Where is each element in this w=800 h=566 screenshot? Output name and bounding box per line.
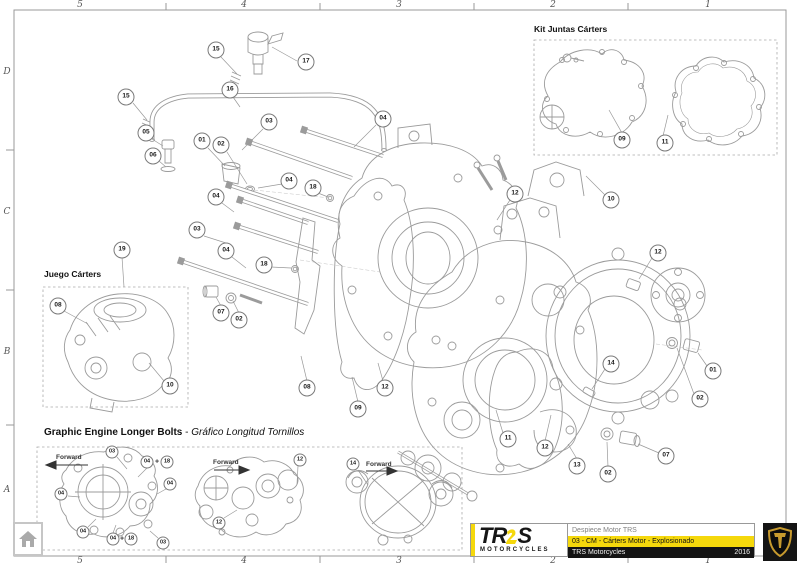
home-icon [19, 531, 37, 547]
callout-01: 01 [193, 132, 211, 150]
grid-label-top-4: 4 [241, 0, 247, 10]
title-block-rows: Despiece Motor TRS 03 - CM - Cárters Mot… [568, 523, 755, 558]
plus-sign: + [154, 458, 160, 466]
callout-12: 12 [536, 439, 554, 457]
callout-08: 08 [298, 379, 316, 397]
callout-08: 08 [49, 297, 67, 315]
callout-04: 04 [280, 172, 298, 190]
title-block-row-drawing: 03 - CM - Cárters Motor - Explosionado [568, 536, 754, 547]
callout-06: 06 [144, 147, 162, 165]
trs-logo: TR S MOTORCYCLES [470, 523, 568, 557]
callout-14: 14 [346, 457, 360, 471]
callout-02: 02 [230, 311, 248, 329]
callout-18: 18 [255, 256, 273, 274]
callout-09: 09 [613, 131, 631, 149]
callout-03: 03 [105, 445, 119, 459]
callout-03: 03 [260, 113, 278, 131]
callout-04: 04 [54, 487, 68, 501]
callout-04: 04 [217, 242, 235, 260]
forward-label-3: Forward [366, 461, 392, 468]
logo-yellow-strip [471, 524, 475, 556]
callout-04: 04 [76, 525, 90, 539]
callout-18: 18 [160, 455, 174, 469]
forward-label-1: Forward [56, 454, 82, 461]
callout-12: 12 [506, 185, 524, 203]
callout-19: 19 [113, 241, 131, 259]
bolts-title-separator: - [185, 427, 189, 438]
callout-16: 16 [221, 81, 239, 99]
callout-12: 12 [376, 379, 394, 397]
callout-15: 15 [207, 41, 225, 59]
callout-04: 04 [106, 532, 120, 546]
forward-label-2: Forward [213, 459, 239, 466]
bolts-section-title: Graphic Engine Longer Bolts - Gráfico Lo… [44, 427, 304, 438]
grid-label-top-5: 5 [77, 0, 83, 10]
logo-text-right: S [517, 523, 532, 548]
callout-13: 13 [568, 457, 586, 475]
callout-04: 04 [140, 455, 154, 469]
callout-04: 04 [207, 188, 225, 206]
juego-carters-title: Juego Cárters [44, 269, 102, 279]
grid-label-bottom-4: 4 [241, 556, 247, 566]
callout-11: 11 [656, 134, 674, 152]
callout-18: 18 [124, 532, 138, 546]
company-name: TRS Motorcycles [572, 549, 626, 556]
shield-icon [767, 527, 793, 557]
grid-label-row-d: D [3, 67, 11, 77]
title-block-row-company: TRS Motorcycles 2016 [568, 547, 754, 558]
grid-label-bottom-5: 5 [77, 556, 83, 566]
grid-label-top-1: 1 [705, 0, 711, 10]
title-block: TR S MOTORCYCLES Despiece Motor TRS 03 -… [470, 523, 797, 561]
grid-label-top-2: 2 [550, 0, 556, 10]
callout-09: 09 [349, 400, 367, 418]
callout-04: 04 [374, 110, 392, 128]
callout-05: 05 [137, 124, 155, 142]
callout-03: 03 [156, 536, 170, 550]
bolts-title-es: Gráfico Longitud Tornillos [191, 427, 305, 438]
callout-15: 15 [117, 88, 135, 106]
grid-label-row-a: A [3, 485, 11, 495]
callout-07: 07 [212, 304, 230, 322]
logo-subtext: MOTORCYCLES [480, 547, 550, 553]
callout-07: 07 [657, 447, 675, 465]
callout-03: 03 [188, 221, 206, 239]
logo-accent-glyph [506, 529, 518, 544]
callout-02: 02 [599, 465, 617, 483]
callout-02: 02 [691, 390, 709, 408]
callout-10: 10 [161, 377, 179, 395]
callout-17: 17 [297, 53, 315, 71]
grid-label-top-3: 3 [396, 0, 402, 10]
grid-label-row-c: C [3, 207, 11, 217]
bolts-title-en: Graphic Engine Longer Bolts [44, 427, 183, 438]
callout-10: 10 [602, 191, 620, 209]
plus-sign: + [119, 535, 125, 543]
trs-shield-logo [763, 523, 797, 561]
callout-02: 02 [212, 136, 230, 154]
callout-18: 18 [304, 179, 322, 197]
callout-14: 14 [602, 355, 620, 373]
callout-12: 12 [212, 516, 226, 530]
callout-12: 12 [293, 453, 307, 467]
logo-text-left: TR [479, 523, 507, 548]
grid-label-bottom-3: 3 [396, 556, 402, 566]
year-label: 2016 [734, 549, 750, 556]
grid-label-row-b: B [3, 347, 11, 357]
grid-label-bottom-1: 1 [705, 556, 711, 566]
callout-04: 04 [163, 477, 177, 491]
callout-01: 01 [704, 362, 722, 380]
home-button[interactable] [13, 522, 43, 556]
callout-12: 12 [649, 244, 667, 262]
callout-11: 11 [499, 430, 517, 448]
title-block-row-project: Despiece Motor TRS [568, 524, 754, 536]
kit-juntas-title: Kit Juntas Cárters [534, 24, 608, 34]
